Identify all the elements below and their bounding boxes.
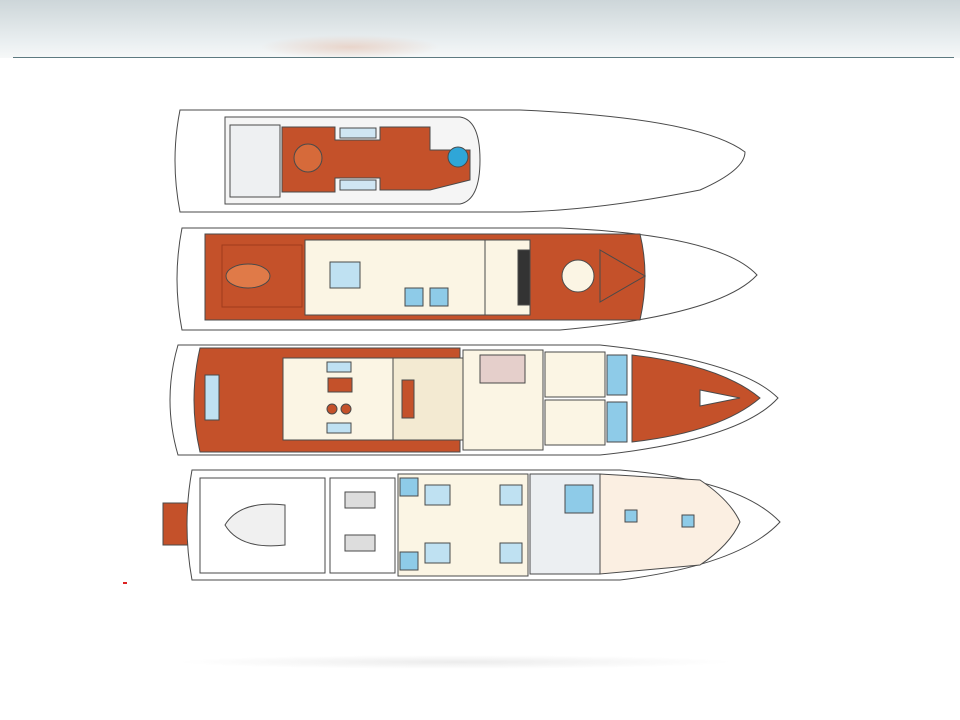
foredeck-seating (561, 259, 595, 293)
floor-shadow (175, 655, 735, 669)
bath (399, 551, 419, 571)
jacuzzi (447, 146, 469, 168)
bath (606, 401, 628, 443)
wheelhouse-console (517, 249, 531, 306)
sun-lounger (339, 127, 377, 139)
foredeck-teak (599, 249, 646, 303)
bed (499, 484, 523, 506)
swim-platform (162, 502, 191, 546)
crew-cabins (599, 473, 741, 575)
aft-sofa (204, 374, 220, 421)
crew-mess-seating (564, 484, 594, 514)
bed (424, 542, 451, 564)
sun-deck-grid-area (229, 124, 281, 198)
main-deck (169, 344, 779, 456)
dining-table (293, 143, 323, 173)
engine-room (329, 477, 396, 574)
bath (681, 514, 695, 528)
dining-table (401, 379, 415, 419)
tender-on-foredeck (699, 389, 741, 407)
lower-deck (162, 469, 781, 581)
bath (624, 509, 638, 523)
vip-cabin (544, 351, 606, 398)
engine (344, 534, 376, 552)
stool (326, 403, 338, 415)
sun-deck (174, 109, 746, 213)
stool (340, 403, 352, 415)
galley (479, 354, 526, 384)
bath (399, 477, 419, 497)
sofa (326, 422, 352, 434)
vip-cabin (544, 399, 606, 446)
bath (429, 287, 449, 307)
bath (606, 354, 628, 396)
header-divider (13, 57, 954, 58)
sun-deck-teak (281, 126, 471, 193)
tender (224, 503, 286, 547)
bath (404, 287, 424, 307)
sun-lounger (339, 179, 377, 191)
foredeck-teak (631, 354, 761, 443)
bed (329, 261, 361, 289)
sofa (326, 361, 352, 373)
dining-table (225, 263, 271, 289)
header-glow (260, 35, 440, 59)
slide-header-band (0, 0, 960, 58)
bed (424, 484, 451, 506)
red-mark (123, 582, 127, 584)
engine (344, 491, 376, 509)
bed (499, 542, 523, 564)
salon-table (327, 377, 353, 393)
bridge-deck (176, 227, 758, 331)
